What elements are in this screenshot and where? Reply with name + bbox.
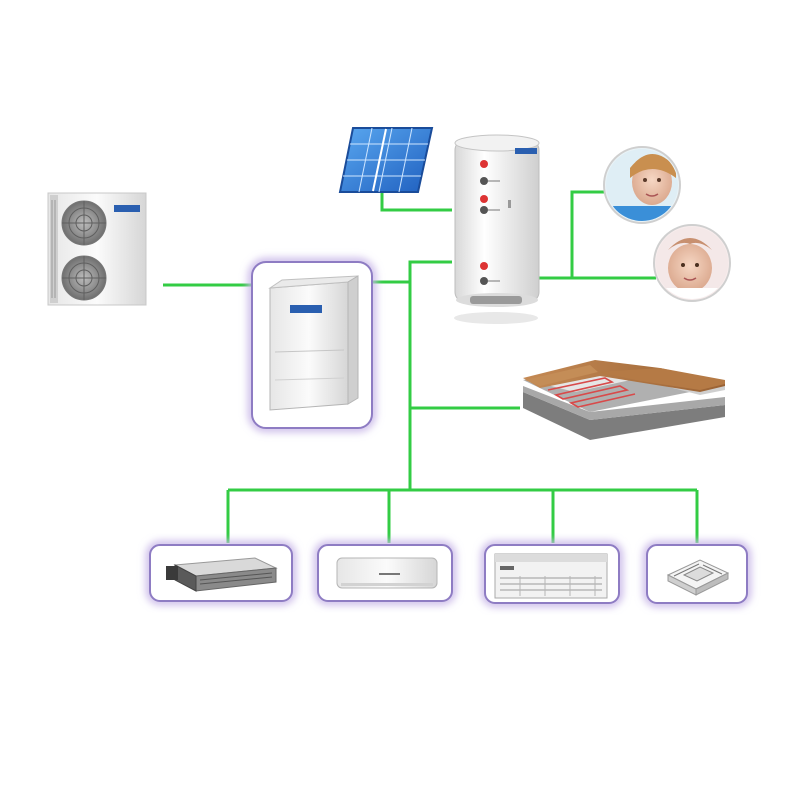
floor-layers-icon	[523, 360, 725, 440]
bath-photo-icon	[653, 224, 731, 302]
connector-solar-to-tank	[380, 190, 452, 212]
connector-trunk	[408, 260, 452, 490]
solar-panel-icon	[338, 127, 434, 193]
connector-shower-branch	[570, 190, 604, 278]
connector-lines	[163, 190, 699, 543]
ducted-unit-icon	[166, 557, 278, 592]
cassette-unit-icon	[666, 559, 730, 596]
water-tank-icon	[454, 134, 540, 324]
indoor-module-icon	[268, 275, 359, 411]
shower-photo-icon	[603, 146, 681, 224]
wall-split-icon	[336, 557, 438, 589]
tank-fittings	[480, 160, 511, 285]
floor-ceiling-unit-icon	[494, 553, 608, 599]
outdoor-condenser-icon	[47, 192, 147, 306]
